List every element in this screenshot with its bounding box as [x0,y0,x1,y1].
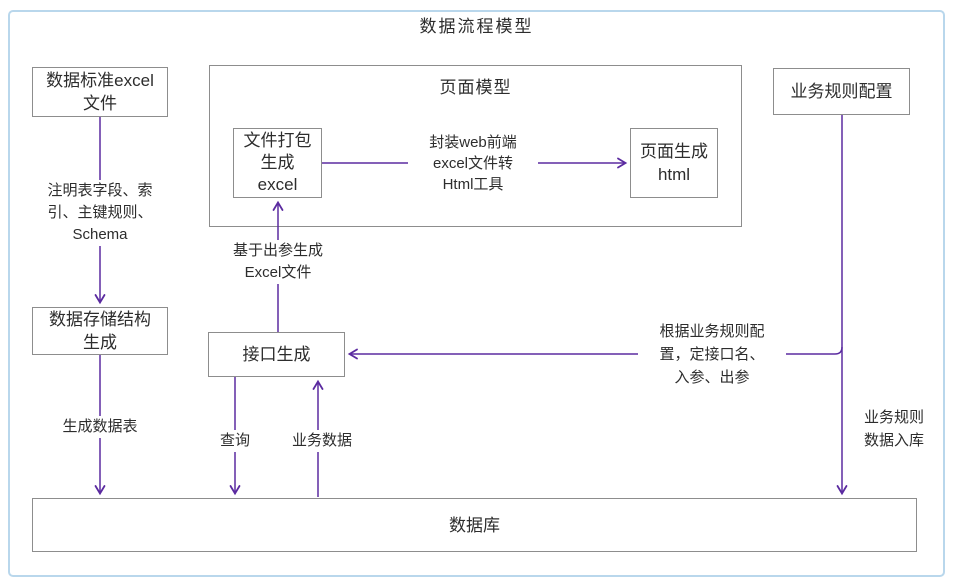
edge-label-gen-excel: 基于出参生成 Excel文件 [218,240,338,284]
node-label-line: 数据库 [449,515,500,535]
edge-label-line: 引、主键规则、 [47,204,153,221]
edge-label-rule-config: 根据业务规则配 置，定接口名、 入参、出参 [638,320,786,389]
node-label-line: 业务规则配置 [790,82,893,101]
node-page-gen-html: 页面生成 html [630,128,718,198]
edge-label-line: 根据业务规则配 [659,323,765,340]
edge-label-line: Excel文件 [244,264,312,281]
node-data-standard-excel-file: 数据标准excel 文件 [32,67,168,117]
node-label-line: 页面生成 [640,142,708,161]
node-file-pack-gen-excel: 文件打包 生成 excel [233,128,322,198]
node-label-line: 接口生成 [242,345,311,364]
node-database: 数据库 [32,498,917,552]
edge-label-rule-store: 业务规则 数据入库 [854,406,934,452]
node-label-line: html [657,165,691,184]
edge-label-line: 基于出参生成 [232,242,323,259]
node-label-line: 数据标准excel [46,71,154,90]
edge-label-line: 数据入库 [863,432,924,449]
edge-label-line: excel文件转 [432,155,514,172]
node-business-rule-config: 业务规则配置 [773,68,910,115]
node-label-line: 文件打包 [243,131,312,150]
node-label-line: 生成 [260,153,295,172]
edge-label-line: 业务规则 [863,409,924,426]
node-api-gen: 接口生成 [208,332,345,377]
edge-label-schema-note: 注明表字段、索 引、主键规则、 Schema [28,180,172,246]
diagram-title: 数据流程模型 [419,17,534,36]
edge-label-line: 置，定接口名、 [659,346,765,363]
edge-label-line: Html工具 [442,176,504,193]
edge-label-line: Schema [72,226,128,243]
edge-label-query: 查询 [205,430,265,452]
edge-label-gen-table: 生成数据表 [48,416,152,438]
node-label-line: excel [257,175,298,194]
node-label-line: 生成 [83,333,117,352]
container-title: 页面模型 [439,78,512,97]
edge-label-line: 封装web前端 [429,134,517,151]
edge-label-line: 注明表字段、索 [47,182,153,199]
edge-label-web-tool: 封装web前端 excel文件转 Html工具 [408,132,538,195]
node-label-line: 数据存储结构 [49,310,151,329]
node-data-storage-structure-gen: 数据存储结构 生成 [32,307,168,355]
node-label-line: 文件 [83,94,117,113]
edge-label-biz-data: 业务数据 [283,430,361,452]
edge-label-line: 入参、出参 [674,369,750,386]
